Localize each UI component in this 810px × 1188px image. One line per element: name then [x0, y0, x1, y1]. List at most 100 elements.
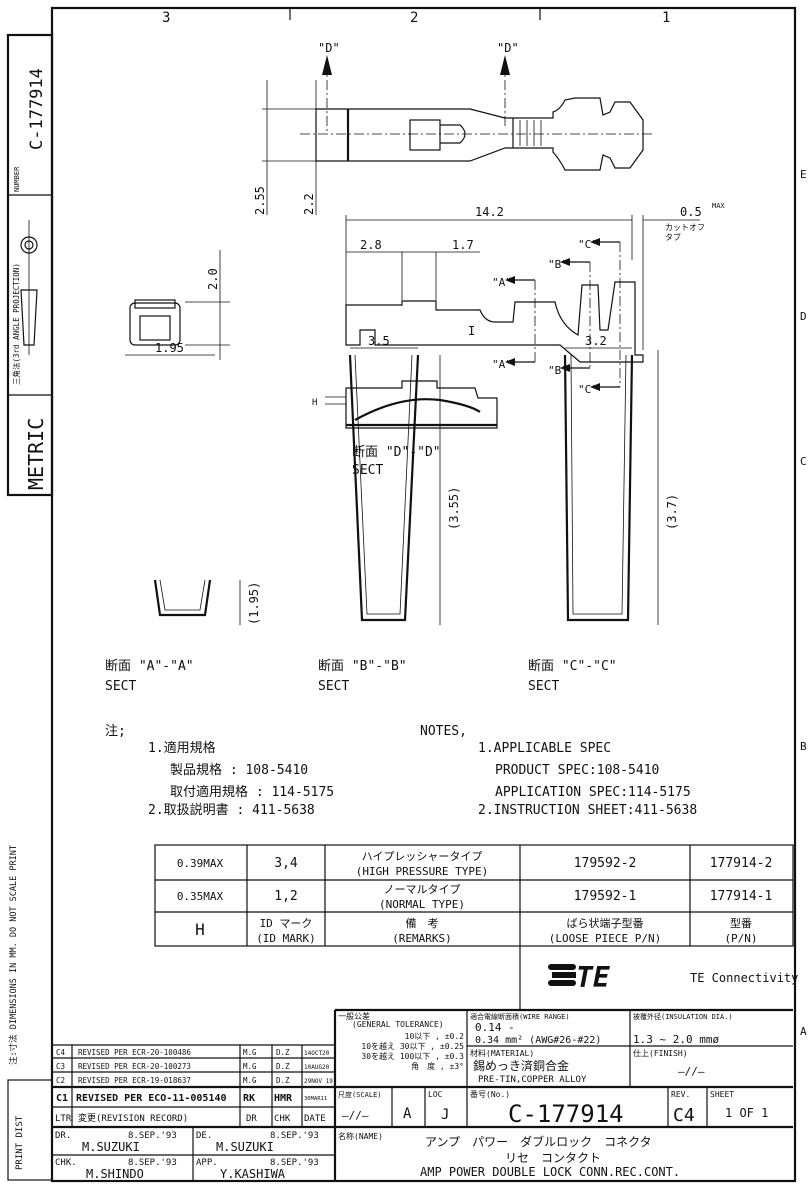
header-loose-pn: (LOOSE PIECE P/N)	[549, 932, 662, 945]
header-remarks: (REMARKS)	[392, 932, 452, 945]
cell-pn: 177914-1	[710, 889, 773, 904]
rev-chk: D.Z	[276, 1062, 290, 1071]
note-jp: 製品規格 : 108-5410	[170, 762, 308, 778]
rev-header-dr: DR	[246, 1114, 257, 1124]
margin-drawing-number: C-177914	[27, 68, 47, 150]
cutoff-tab-label: カットオフ	[665, 223, 705, 232]
side-view: 14.2 0.5 MAX カットオフ タブ 2.8 1.7 I "A" "A" …	[345, 202, 725, 396]
dr-name: M.SUZUKI	[82, 1140, 140, 1154]
rev-date: 14OCT20	[304, 1050, 330, 1057]
rev-dr: RK	[243, 1093, 255, 1104]
notes: 注; 1.適用規格 製品規格 : 108-5410 取付適用規格 : 114-5…	[105, 724, 697, 818]
note-en: APPLICATION SPEC:114-5175	[495, 785, 691, 800]
print-dist-label: PRINT DIST	[15, 1115, 25, 1170]
rev-label: REV.	[671, 1090, 690, 1099]
rev-date: 10AUG20	[304, 1064, 330, 1071]
rev-dr: M.G	[243, 1076, 257, 1085]
header-id: ID マーク	[260, 917, 313, 930]
note-jp: 2.取扱説明書 : 411-5638	[148, 802, 315, 818]
dim-b-height: (3.55)	[447, 487, 461, 530]
cell-loose-pn: 179592-2	[574, 856, 637, 871]
name-jp: アンプ パワー ダブルロック コネクタ	[425, 1134, 652, 1149]
loc-value: J	[441, 1107, 449, 1123]
header-loose-pn: ばら状端子型番	[567, 916, 644, 930]
tolerance-row: 10以下 , ±0.2	[405, 1032, 465, 1041]
cell-id: 3,4	[274, 856, 298, 871]
section-c-marker: "C"	[578, 238, 598, 251]
header-remarks: 備 考	[406, 917, 439, 930]
rev-desc: REVISED PER ECR-20-100486	[78, 1048, 191, 1057]
top-view: "D" "D" 2.55 2.2	[253, 41, 655, 215]
section-a-a-label: 断面 "A"-"A"	[105, 659, 194, 674]
cutoff-tab-label: タブ	[665, 232, 681, 242]
sect-label: SECT	[105, 679, 136, 694]
dim-max: MAX	[712, 202, 725, 210]
number-label: NUMBER	[13, 166, 21, 192]
rev-desc: REVISED PER ECR-19-018637	[78, 1076, 191, 1085]
finish-label: 仕上(FINISH)	[633, 1048, 688, 1058]
chk-date: 8.SEP.'93	[128, 1158, 177, 1168]
section-a-a: 1.95 (1.95) 断面 "A"-"A" SECT	[105, 341, 261, 694]
dim-2-2: 2.2	[302, 193, 316, 215]
section-a-marker: "A"	[492, 358, 512, 371]
dr-date: 8.SEP.'93	[128, 1131, 177, 1141]
note-en: 1.APPLICABLE SPEC	[478, 741, 611, 756]
third-angle-projection-icon	[20, 220, 38, 355]
notes-jp-title: 注;	[105, 724, 126, 739]
rev-header-date: DATE	[304, 1114, 326, 1124]
dim-h: H	[312, 398, 317, 408]
zone-e: E	[800, 168, 807, 181]
cell-h: 0.35MAX	[177, 890, 224, 903]
section-d-d: H 断面 "D"-"D" SECT	[312, 380, 498, 478]
rev-dr: M.G	[243, 1062, 257, 1071]
note-en: PRODUCT SPEC:108-5410	[495, 763, 659, 778]
dim-2-55: 2.55	[253, 186, 267, 215]
name-jp-2: リセ コンタクト	[505, 1151, 601, 1165]
tolerance-row: 30を越え 100以下 , ±0.3	[361, 1051, 464, 1061]
rev-chk: HMR	[274, 1093, 293, 1104]
section-c-c: 3.2 (3.7) 断面 "C"-"C" SECT	[528, 334, 679, 694]
cell-loose-pn: 179592-1	[574, 889, 637, 904]
zone-d: D	[800, 310, 807, 323]
name-label: 名称(NAME)	[338, 1131, 383, 1141]
section-c-marker: "C"	[578, 383, 598, 396]
section-b-marker: "B"	[548, 364, 568, 377]
rev-header-chk: CHK	[274, 1114, 291, 1124]
sheet-value: 1 OF 1	[725, 1106, 768, 1120]
header-h: H	[195, 920, 205, 939]
section-d-d-label: 断面 "D"-"D"	[352, 445, 441, 460]
rev-ltr: C4	[56, 1048, 66, 1057]
sheet-size: A	[403, 1106, 412, 1122]
header-pn: (P/N)	[724, 932, 757, 945]
section-a-marker: "A"	[492, 276, 512, 289]
de-label: DE.	[196, 1131, 212, 1141]
dim-a-height: (1.95)	[247, 582, 261, 625]
dim-a-width: 1.95	[155, 341, 184, 355]
dimensions-note: 注:寸法 DIMENSIONS IN MM. DO NOT SCALE PRIN…	[8, 845, 19, 1065]
dim-c-width: 3.2	[585, 334, 607, 348]
tolerance-title: 一般公差	[338, 1011, 370, 1021]
drawing-number: C-177914	[508, 1100, 624, 1128]
tolerance-title-en: (GENERAL TOLERANCE)	[352, 1020, 444, 1029]
rev-chk: D.Z	[276, 1076, 290, 1085]
material-label: 材料(MATERIAL)	[470, 1048, 534, 1058]
note-jp: 取付適用規格 : 114-5175	[170, 784, 334, 800]
rev-desc: REVISED PER ECO-11-005140	[76, 1093, 227, 1104]
section-b-b: 3.5 (3.55) 断面 "B"-"B" SECT	[318, 334, 461, 694]
de-name: M.SUZUKI	[216, 1140, 274, 1154]
title-block: 一般公差 (GENERAL TOLERANCE) 10以下 , ±0.2 10を…	[338, 1010, 793, 1179]
rev-value: C4	[673, 1105, 695, 1126]
company-name: TE Connectivity	[690, 971, 798, 985]
cell-remarks-en: (NORMAL TYPE)	[379, 898, 465, 911]
section-c-c-label: 断面 "C"-"C"	[528, 659, 617, 674]
tolerance-row: 10を越え 30以下 , ±0.25	[361, 1041, 464, 1051]
zone-3: 3	[162, 10, 170, 26]
cell-remarks-en: (HIGH PRESSURE TYPE)	[356, 865, 488, 878]
rev-header-ltr: LTR	[55, 1114, 72, 1124]
app-label: APP.	[196, 1158, 218, 1168]
rev-date: 30MAR11	[304, 1096, 327, 1102]
chk-label: CHK.	[55, 1158, 77, 1168]
cell-remarks-jp: ハイプレッシャータイプ	[362, 850, 483, 863]
notes-en-title: NOTES,	[420, 724, 467, 739]
material-en: PRE-TIN,COPPER ALLOY	[478, 1075, 587, 1085]
